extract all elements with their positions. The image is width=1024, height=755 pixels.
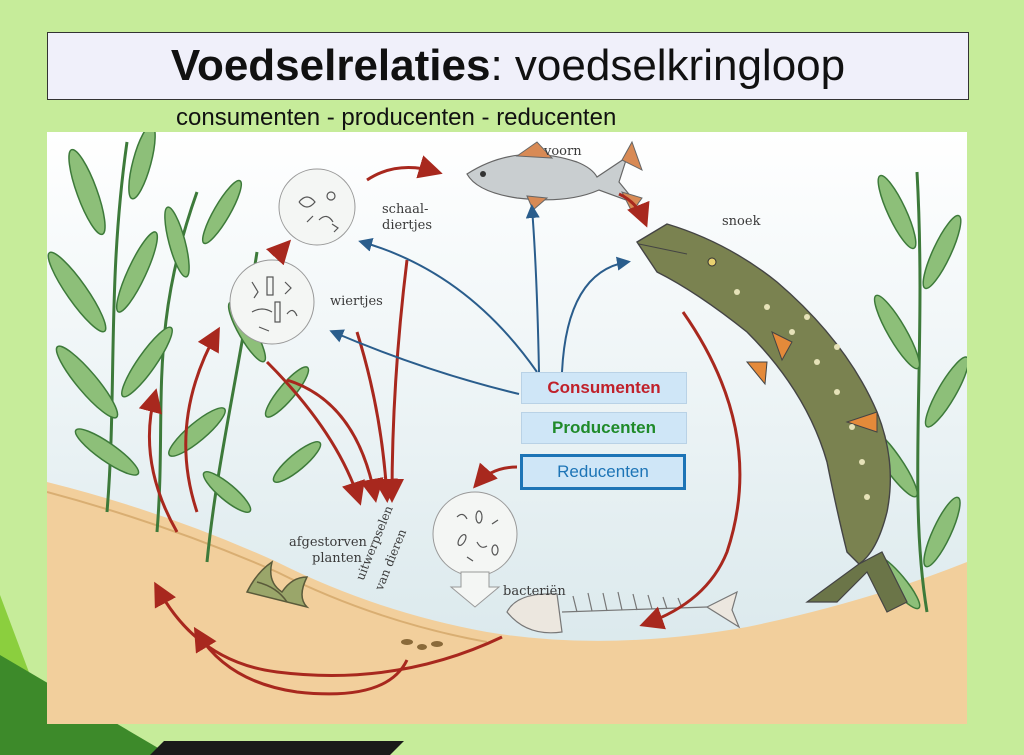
title-box: Voedselrelaties: voedselkringloop bbox=[47, 32, 969, 100]
title-rest: : voedselkringloop bbox=[490, 41, 845, 91]
label-voorn: voorn bbox=[544, 144, 582, 159]
label-afgestorven-1: afgestorven bbox=[289, 535, 367, 550]
label-bacterien: bacteriën bbox=[503, 584, 566, 599]
label-snoek: snoek bbox=[722, 214, 760, 229]
scene-drawing bbox=[47, 132, 967, 724]
subtitle: consumenten - producenten - reducenten bbox=[176, 104, 616, 132]
wiertjes-circle bbox=[230, 260, 314, 344]
label-schaaldiertjes-1: schaal- bbox=[382, 202, 428, 217]
producenten-button[interactable]: Producenten bbox=[521, 412, 687, 444]
reducenten-button[interactable]: Reducenten bbox=[520, 454, 686, 490]
title-bold: Voedselrelaties bbox=[171, 41, 491, 91]
corner-accent-line bbox=[150, 741, 404, 755]
label-wiertjes: wiertjes bbox=[330, 294, 383, 309]
consumenten-button[interactable]: Consumenten bbox=[521, 372, 687, 404]
label-schaaldiertjes-2: diertjes bbox=[382, 218, 432, 233]
schaaldiertjes-circle bbox=[279, 169, 355, 245]
label-afgestorven-2: planten bbox=[312, 551, 362, 566]
food-cycle-illustration: voorn snoek schaal- diertjes wiertjes af… bbox=[47, 132, 967, 724]
